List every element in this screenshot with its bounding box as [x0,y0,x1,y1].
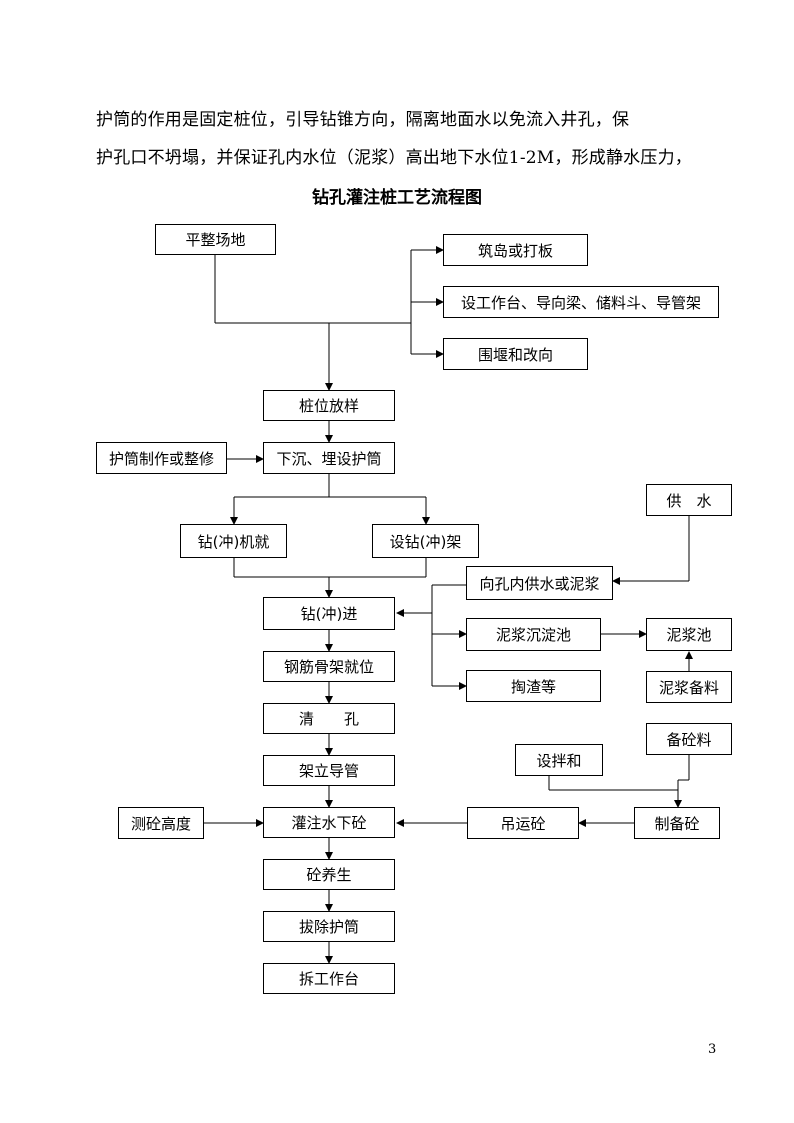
box-slag: 掏渣等 [466,670,601,702]
page-number: 3 [708,1042,717,1057]
box-rig-position: 钻(冲)机就 [180,524,287,558]
box-casing-sink: 下沉、埋设护筒 [263,442,395,474]
box-remove-casing: 拔除护筒 [263,911,395,942]
box-mixer: 设拌和 [515,744,603,776]
box-mud-pool: 泥浆池 [646,618,732,651]
box-curing: 砼养生 [263,859,395,890]
box-concrete-material: 备砼料 [646,723,732,755]
box-measure-height: 测砼高度 [118,807,204,839]
flowchart-title: 钻孔灌注桩工艺流程图 [312,188,482,208]
box-pour: 灌注水下砼 [263,807,395,838]
box-mud-settle: 泥浆沉淀池 [466,618,601,651]
box-site-leveling: 平整场地 [155,224,276,255]
paragraph-line-2: 护孔口不坍塌，并保证孔内水位（泥浆）高出地下水位1-2M，形成静水压力， [96,148,692,168]
box-cofferdam: 围堰和改向 [443,338,588,370]
box-make-concrete: 制备砼 [634,807,720,839]
box-rebar-cage: 钢筋骨架就位 [263,651,395,682]
paragraph-line-1: 护筒的作用是固定桩位，引导钻锥方向，隔离地面水以免流入井孔，保 [96,110,630,130]
box-platform: 设工作台、导向梁、储料斗、导管架 [443,286,719,318]
box-mud-prep: 泥浆备料 [646,671,732,703]
box-hoist-concrete: 吊运砼 [467,807,579,839]
box-tremie: 架立导管 [263,755,395,786]
box-casing-make: 护筒制作或整修 [96,442,227,474]
box-supply-to-hole: 向孔内供水或泥浆 [466,566,613,600]
box-pile-layout: 桩位放样 [263,390,395,421]
box-rig-frame: 设钻(冲)架 [372,524,479,558]
box-island: 筑岛或打板 [443,234,588,266]
box-water-supply: 供 水 [646,484,732,516]
box-drilling: 钻(冲)进 [263,597,395,630]
box-dismantle: 拆工作台 [263,963,395,994]
box-clean-hole: 清 孔 [263,703,395,734]
